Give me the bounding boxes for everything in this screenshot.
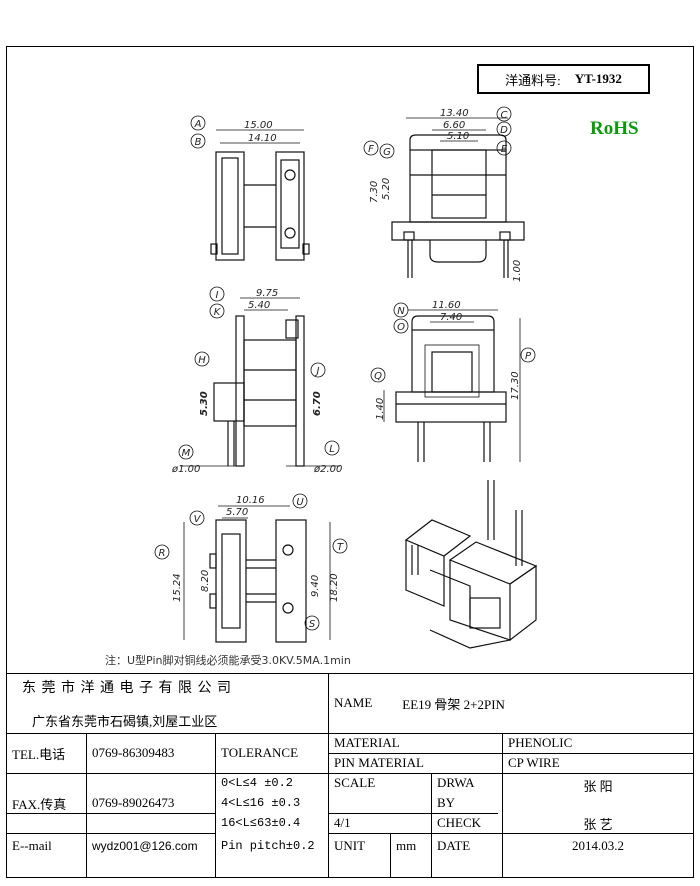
ref-letter: H <box>198 355 206 366</box>
part-number-box: 洋通料号: YT-1932 <box>477 64 650 94</box>
ref-letter: I <box>216 290 219 301</box>
tolerance-row: Pin pitch±0.2 <box>221 838 315 853</box>
pin-material-label: PIN MATERIAL <box>334 755 424 770</box>
dim-value: 9.40 <box>310 575 321 597</box>
tel-label: TEL.电话 <box>12 746 66 762</box>
email-value: wydz001@126.com <box>92 838 198 853</box>
front-view <box>210 129 310 261</box>
ref-letter: F <box>368 144 374 155</box>
company-address: 广东省东莞市石碣镇,刘屋工业区 <box>32 713 218 729</box>
title-block: 东 莞 市 洋 通 电 子 有 限 公 司 广东省东莞市石碣镇,刘屋工业区 NA… <box>6 673 694 878</box>
bottom-view <box>183 505 331 643</box>
check-label: CHECK <box>437 815 482 830</box>
tolerance-row: 4<L≤16 ±0.3 <box>221 796 301 810</box>
isometric-view <box>404 480 538 649</box>
ref-letter: Q <box>374 371 382 382</box>
dim-value: 17.30 <box>510 371 521 400</box>
tolerance-label: TOLERANCE <box>221 745 299 760</box>
ref-letter: B <box>195 137 202 148</box>
dim-value: 1.00 <box>512 260 523 282</box>
design-note: 注：U型Pin脚对铜线必须能承受3.0KV.5MA.1min <box>105 654 351 667</box>
tolerance-row: 16<L≤63±0.4 <box>221 816 301 830</box>
ref-letter: O <box>397 322 405 333</box>
side-view <box>391 117 525 278</box>
dim-value: 10.16 <box>236 495 265 506</box>
drawn-label-1: DRWA <box>437 775 475 790</box>
drawn-by: 张 阳 <box>583 778 613 794</box>
ref-letter: J <box>315 366 320 377</box>
date-label: DATE <box>437 837 471 853</box>
date-value: 2014.03.2 <box>572 837 624 853</box>
dim-value: 14.10 <box>248 133 277 144</box>
ref-letter: S <box>309 619 316 630</box>
ref-letter: G <box>383 147 391 158</box>
dim-value: 7.30 <box>369 181 380 203</box>
ref-letter: D <box>500 125 508 136</box>
dim-value: 5.70 <box>226 507 248 518</box>
ref-letter: V <box>194 514 202 525</box>
unit-label: UNIT <box>334 837 366 853</box>
dim-value: ø1.00 <box>171 464 200 475</box>
checked-by: 张 艺 <box>583 816 613 832</box>
fax-value: 0769-89026473 <box>92 795 175 810</box>
material-label: MATERIAL <box>334 735 400 750</box>
ref-letter: M <box>182 448 191 459</box>
dim-value: 9.75 <box>256 288 278 299</box>
part-name: EE19 骨架 2+2PIN <box>402 696 505 712</box>
technical-drawing: A B C D E F G I K H J M L N O Q P V U R … <box>154 106 538 649</box>
unit-value: mm <box>396 837 417 853</box>
ref-letter: T <box>337 542 344 553</box>
fax-label: FAX.传真 <box>12 796 67 812</box>
company-name: 东 莞 市 洋 通 电 子 有 限 公 司 <box>22 681 232 696</box>
dim-value: 7.40 <box>440 312 462 323</box>
scale-label: SCALE <box>334 775 376 790</box>
ref-letter: U <box>296 497 304 508</box>
part-number-label: 洋通料号: <box>505 72 561 88</box>
right-mid-view <box>383 309 521 462</box>
scale-value: 4/1 <box>334 815 351 830</box>
tolerance-row: 0<L≤4 ±0.2 <box>221 776 294 790</box>
dim-value: 11.60 <box>432 300 461 311</box>
left-mid-view <box>180 297 340 467</box>
ref-letter: E <box>501 144 508 155</box>
ref-letter: N <box>397 306 405 317</box>
dim-value: 8.20 <box>200 570 211 592</box>
dim-value: 5.30 <box>199 391 210 416</box>
ref-letter: L <box>329 444 335 455</box>
dim-value: 13.40 <box>440 108 469 119</box>
dim-value: 15.24 <box>172 573 183 602</box>
ref-letter: A <box>194 119 202 130</box>
pin-material-value: CP WIRE <box>508 755 560 770</box>
name-row: NAME EE19 骨架 2+2PIN <box>328 673 694 733</box>
rohs-mark: RoHS <box>590 118 639 139</box>
dim-value: 18.20 <box>329 573 340 602</box>
drawing-frame <box>6 46 694 878</box>
ref-letter: R <box>159 548 166 559</box>
dim-value: 1.40 <box>375 398 386 420</box>
tel-value: 0769-86309483 <box>92 745 175 760</box>
dim-value: 6.70 <box>312 391 323 416</box>
ref-letter: K <box>214 307 222 318</box>
dim-value: 5.10 <box>447 131 469 142</box>
dim-value: 15.00 <box>244 120 273 131</box>
dim-value: 5.40 <box>248 300 270 311</box>
dim-value: ø2.00 <box>313 464 342 475</box>
dim-value: 5.20 <box>381 178 392 200</box>
ref-letter: C <box>501 110 508 121</box>
part-number-value: YT-1932 <box>574 71 622 86</box>
material-value: PHENOLIC <box>508 735 573 750</box>
drawn-label-2: BY <box>437 795 456 810</box>
email-label: E--mail <box>12 837 52 853</box>
dim-value: 6.60 <box>443 120 465 131</box>
ref-letter: P <box>525 351 532 362</box>
name-label: NAME <box>334 695 373 710</box>
